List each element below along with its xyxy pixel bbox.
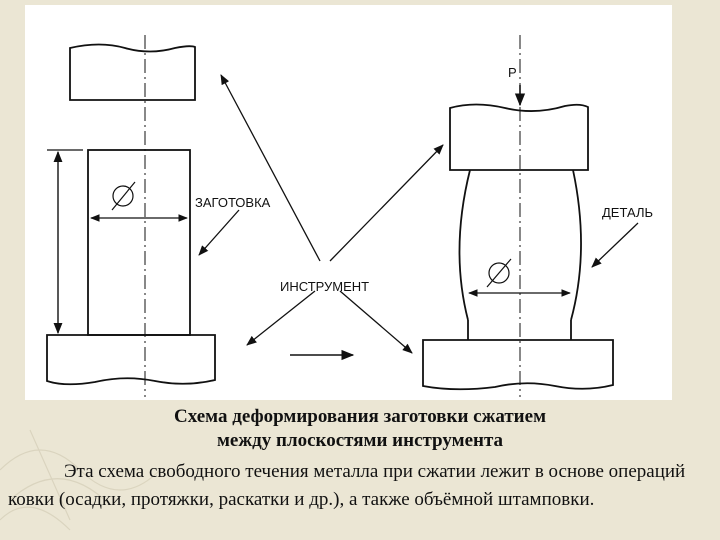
workpiece-label: ЗАГОТОВКА [195,195,271,210]
caption-line-2: между плоскостями инструмента [216,430,504,451]
right-upper-die [449,103,589,171]
tool-label: ИНСТРУМЕНТ [280,279,369,294]
tool-leader-upper-left [220,74,321,262]
tool-leader-lower-left [246,290,316,346]
body-paragraph: Эта схема свободного течения металла при… [8,458,712,514]
right-part-body [458,169,582,321]
body-text: Эта схема свободного течения металла при… [8,461,686,510]
part-leader [591,222,639,268]
left-workpiece [87,149,191,336]
left-upper-die [69,43,196,101]
left-lower-die [46,334,216,386]
deformation-diagram: P ЗАГОТОВКА ДЕТАЛЬ ИНСТРУМЕНТ [46,35,653,397]
force-label: P [508,65,517,80]
caption-line-1: Схема деформирования заготовки сжатием [173,406,547,427]
part-label: ДЕТАЛЬ [602,205,653,220]
diameter-symbol-left [112,185,134,207]
workpiece-leader [198,209,240,256]
diagram-panel: P ЗАГОТОВКА ДЕТАЛЬ ИНСТРУМЕНТ [25,5,672,400]
diameter-symbol-right [488,262,510,284]
tool-leader-lower-right [339,290,413,354]
right-lower-die [422,339,614,391]
tool-leader-upper-right [329,144,444,262]
